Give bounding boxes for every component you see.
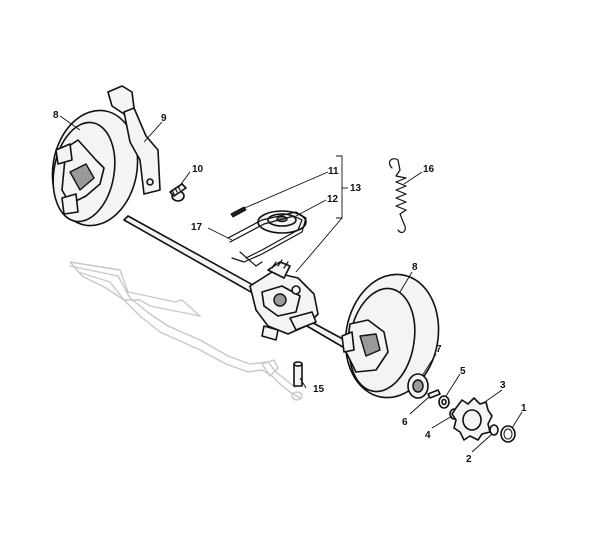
callout-1: 1	[521, 403, 527, 414]
wheel-bracket	[107, 85, 161, 195]
drive-belt	[227, 211, 307, 267]
callout-10: 10	[192, 164, 204, 175]
callout-9: 9	[161, 113, 167, 124]
callout-17: 17	[191, 222, 203, 233]
chassis-frame-outline	[69, 261, 303, 401]
callout-15: 15	[313, 384, 325, 395]
callout-7: 7	[436, 344, 442, 355]
left-wheel	[51, 109, 139, 227]
leader-lines	[59, 115, 523, 453]
callout-8-left: 8	[53, 110, 59, 121]
callout-8-right: 8	[412, 262, 418, 273]
pinion-gear	[451, 397, 493, 441]
callout-16: 16	[423, 164, 435, 175]
callout-2: 2	[466, 454, 472, 465]
callout-3: 3	[500, 380, 506, 391]
right-wheel	[341, 273, 440, 399]
callout-11: 11	[328, 166, 339, 177]
washer	[438, 395, 450, 409]
retaining-clip	[500, 425, 516, 443]
bearing	[407, 373, 429, 399]
spacer	[427, 389, 441, 399]
callout-5: 5	[460, 366, 466, 377]
small-washer	[489, 424, 499, 436]
callout-4: 4	[425, 430, 431, 441]
gearbox	[249, 259, 319, 341]
callout-13: 13	[350, 183, 362, 194]
callout-12: 12	[327, 194, 339, 205]
roll-pin	[293, 361, 303, 387]
callout-labels: 8 9 10 11 13 12 16 17 8 15 7 5 3 1 6 4 2	[53, 110, 527, 465]
callout-6: 6	[402, 417, 408, 428]
tension-spring	[388, 158, 407, 234]
bolt	[169, 183, 187, 202]
